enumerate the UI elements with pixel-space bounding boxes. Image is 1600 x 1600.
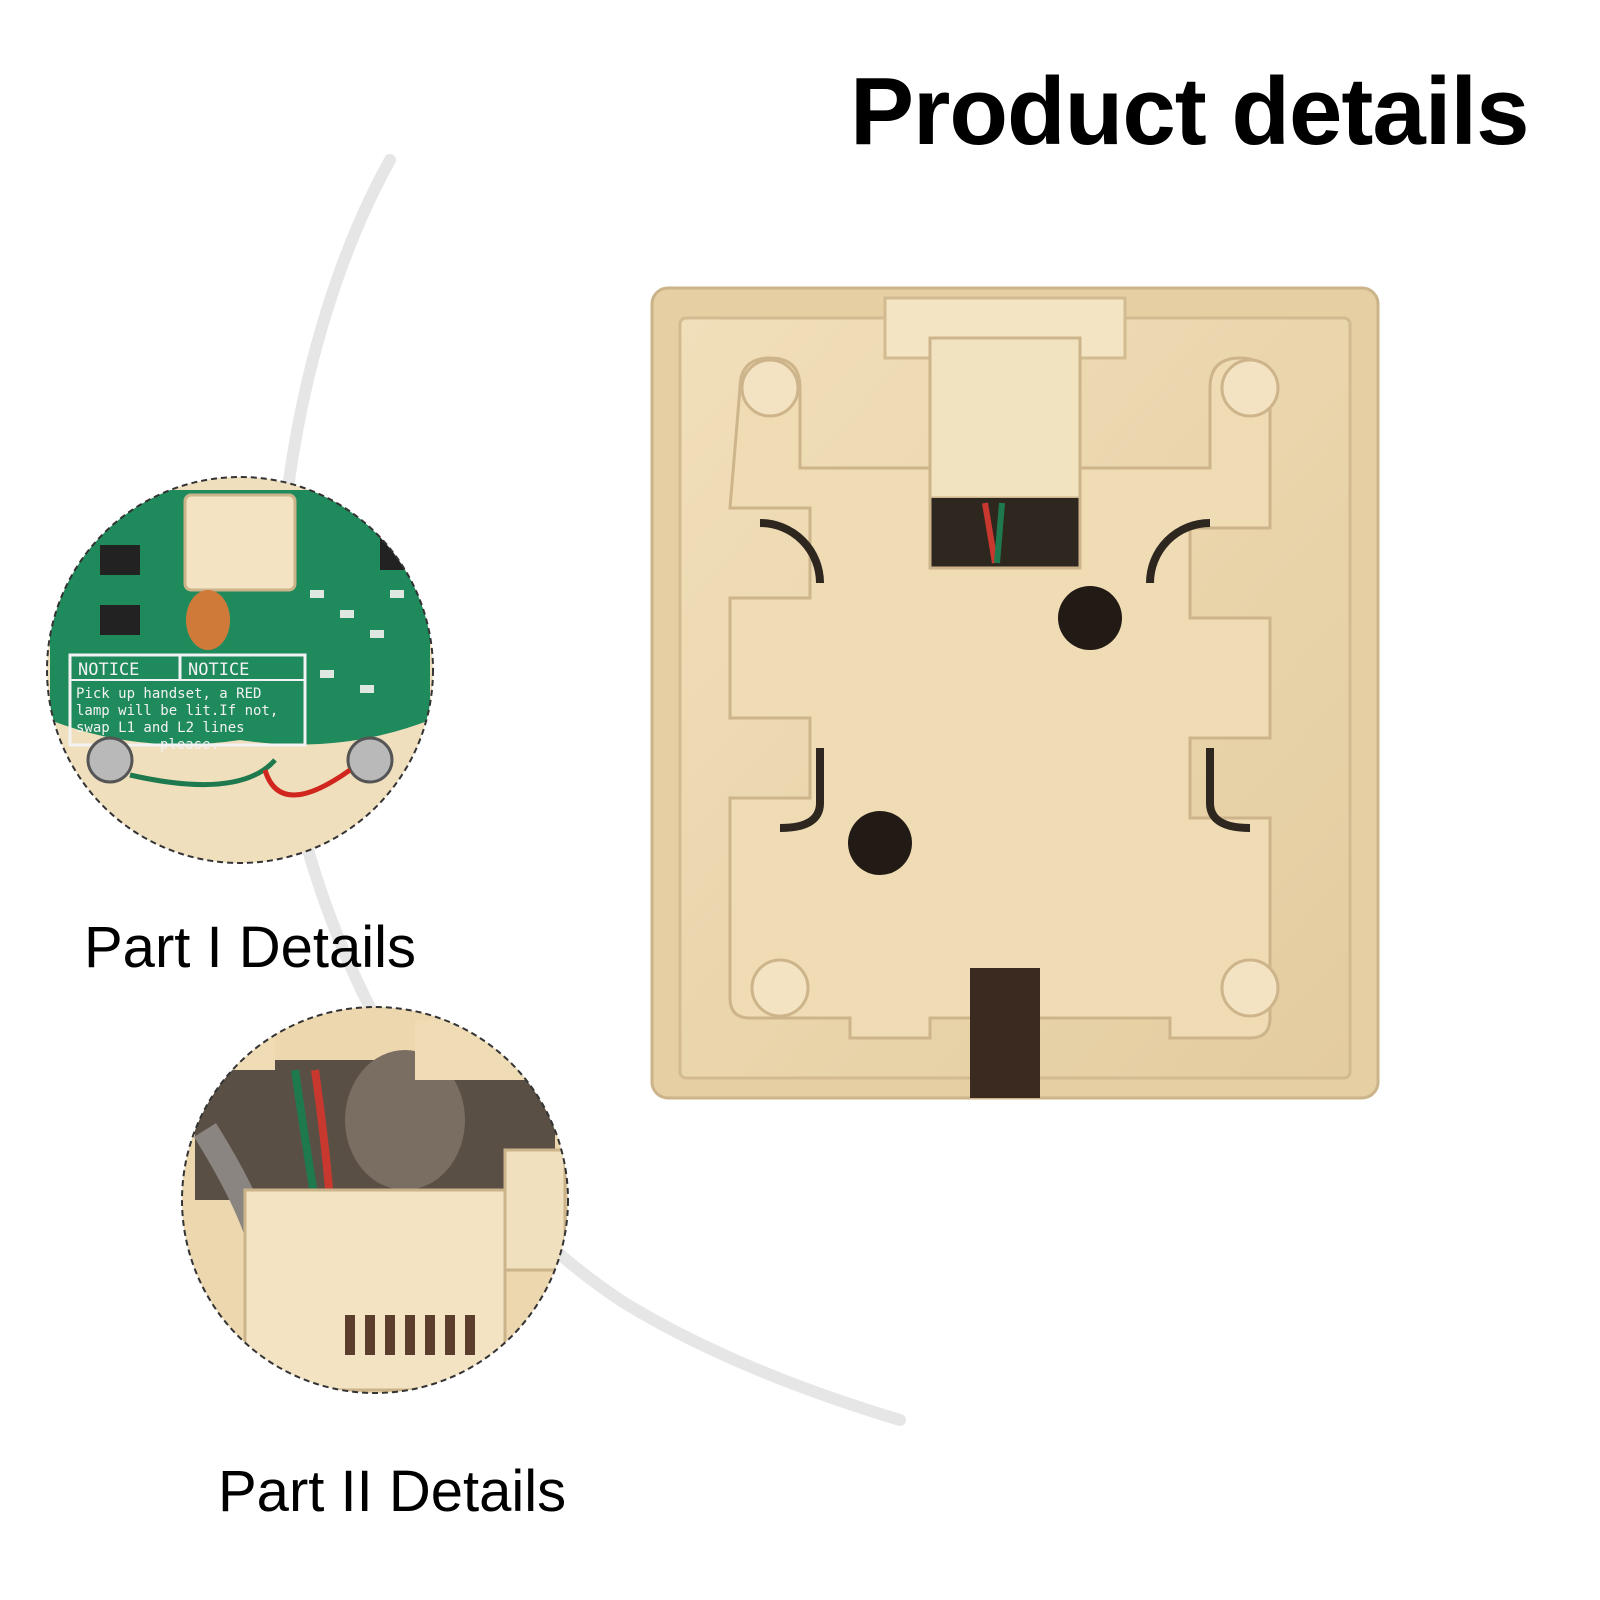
part2-detail-circle	[181, 1006, 569, 1394]
product-jack-back	[650, 286, 1380, 1100]
part1-detail-circle: NOTICE NOTICE Pick up handset, a RED lam…	[46, 476, 434, 864]
pcb-notice-left: NOTICE	[78, 660, 139, 680]
pcb-notice-right: NOTICE	[188, 660, 249, 680]
pcb-instruction-line-3: swap L1 and L2 lines	[76, 720, 245, 736]
pcb-instruction-line-1: Pick up handset, a RED	[76, 686, 261, 702]
part2-caption: Part II Details	[218, 1459, 567, 1524]
page-title: Product details	[850, 58, 1529, 166]
part1-caption: Part I Details	[84, 915, 416, 980]
pcb-instruction-line-2: lamp will be lit.If not,	[76, 703, 278, 719]
pcb-instruction-line-4: please.	[160, 737, 219, 753]
